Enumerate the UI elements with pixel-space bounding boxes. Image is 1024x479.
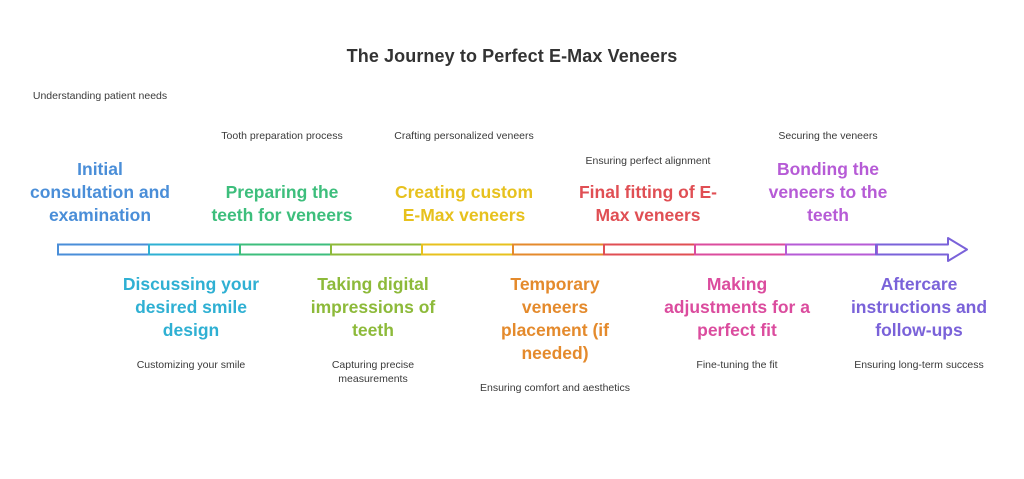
timeline-segment-7 bbox=[603, 243, 696, 256]
step-5-description: Crafting personalized veneers bbox=[394, 130, 534, 142]
step-2: Discussing your desired smile design Cus… bbox=[116, 273, 266, 372]
step-2-description: Customizing your smile bbox=[136, 359, 246, 371]
step-3-label: Preparing the teeth for veneers bbox=[211, 182, 353, 225]
step-10-description: Ensuring long-term success bbox=[854, 359, 984, 371]
timeline-segment-3 bbox=[239, 243, 332, 256]
step-9-label: Bonding the veneers to the teeth bbox=[768, 159, 888, 225]
step-4: Taking digital impressions of teeth Capt… bbox=[298, 273, 448, 386]
timeline-segment-1 bbox=[57, 243, 150, 256]
step-1: Understanding patient needs Initial cons… bbox=[25, 90, 175, 227]
step-4-label: Taking digital impressions of teeth bbox=[310, 274, 436, 340]
step-10: Aftercare instructions and follow-ups En… bbox=[844, 273, 994, 372]
step-7-label: Final fitting of E-Max veneers bbox=[578, 182, 718, 225]
step-6-label: Temporary veneers placement (if needed) bbox=[501, 274, 609, 363]
timeline-segment-6 bbox=[512, 243, 605, 256]
step-6-description: Ensuring comfort and aesthetics bbox=[480, 382, 630, 394]
step-3: Tooth preparation process Preparing the … bbox=[207, 130, 357, 227]
step-10-label: Aftercare instructions and follow-ups bbox=[850, 274, 988, 340]
step-8-description: Fine-tuning the fit bbox=[696, 359, 778, 371]
step-3-description: Tooth preparation process bbox=[221, 130, 343, 142]
timeline-arrowhead bbox=[875, 237, 968, 262]
step-8: Making adjustments for a perfect fit Fin… bbox=[662, 273, 812, 372]
step-7: Ensuring perfect alignment Final fitting… bbox=[573, 155, 723, 227]
timeline-segment-9 bbox=[785, 243, 878, 256]
step-7-description: Ensuring perfect alignment bbox=[585, 155, 711, 167]
step-1-label: Initial consultation and examination bbox=[30, 159, 170, 225]
step-6: Temporary veneers placement (if needed) … bbox=[480, 273, 630, 395]
timeline-segment-2 bbox=[148, 243, 241, 256]
step-2-label: Discussing your desired smile design bbox=[122, 274, 260, 340]
step-5-label: Creating custom E-Max veneers bbox=[394, 182, 534, 225]
timeline-segment-4 bbox=[330, 243, 423, 256]
diagram-title: The Journey to Perfect E-Max Veneers bbox=[346, 46, 678, 66]
timeline-segment-8 bbox=[694, 243, 787, 256]
step-9-description: Securing the veneers bbox=[778, 130, 878, 142]
step-9: Securing the veneers Bonding the veneers… bbox=[753, 130, 903, 227]
step-8-label: Making adjustments for a perfect fit bbox=[664, 274, 810, 340]
step-4-description: Capturing precise measurements bbox=[331, 359, 415, 385]
step-5: Crafting personalized veneers Creating c… bbox=[389, 130, 539, 227]
timeline-segment-5 bbox=[421, 243, 514, 256]
step-1-description: Understanding patient needs bbox=[32, 90, 168, 102]
